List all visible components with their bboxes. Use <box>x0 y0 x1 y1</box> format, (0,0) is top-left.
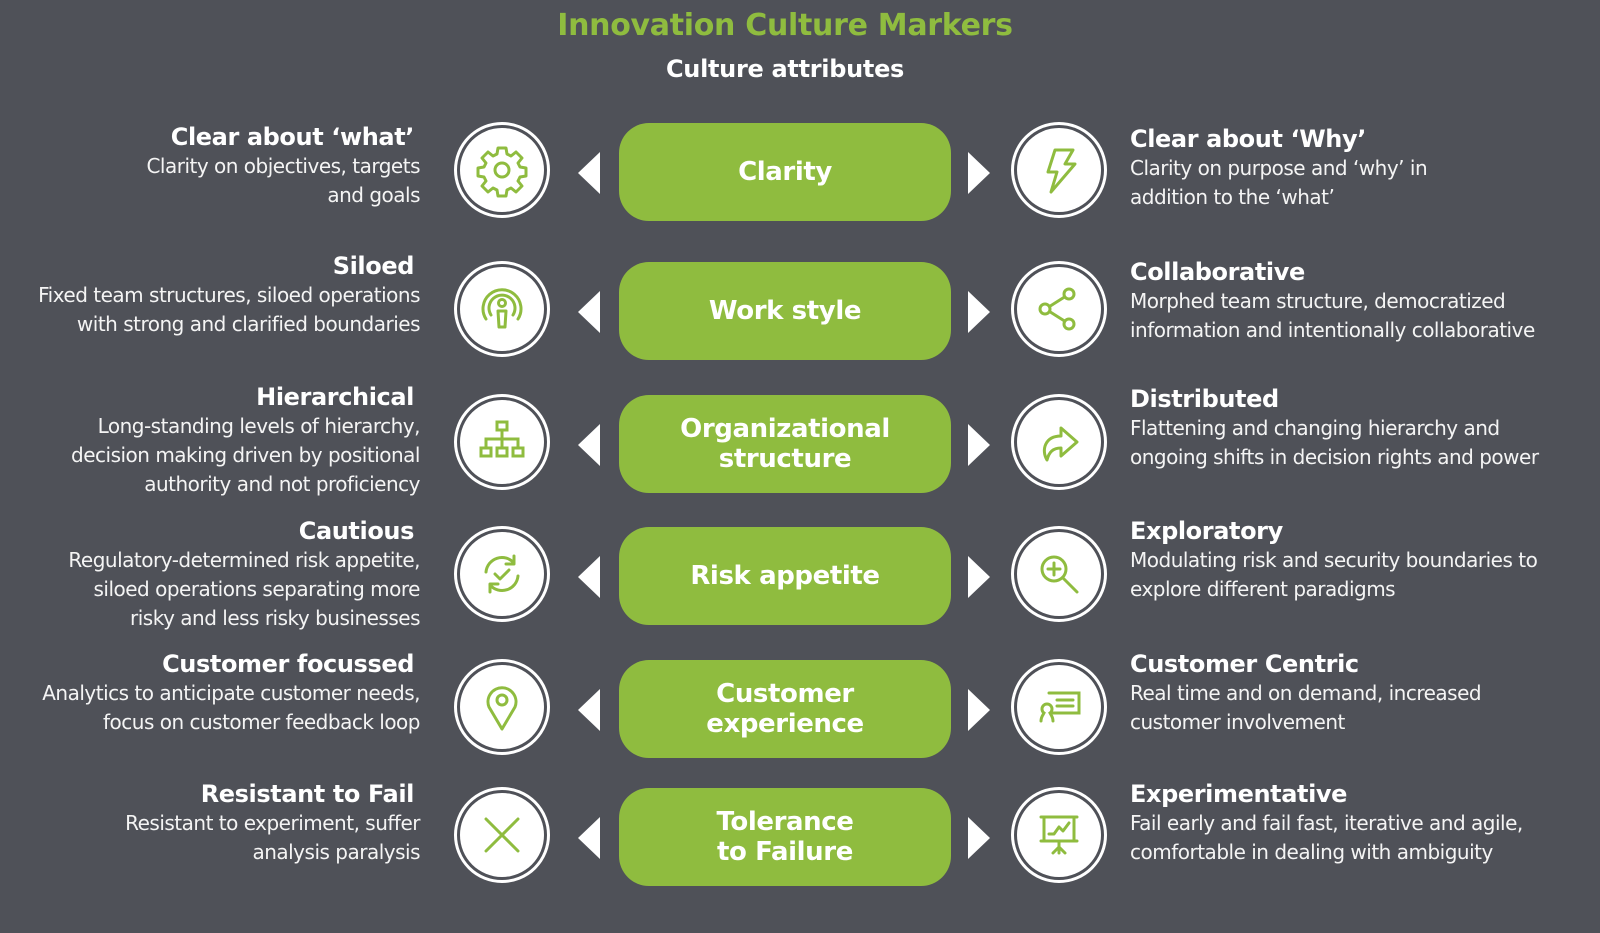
arrow-left-icon <box>578 817 600 859</box>
left-marker: Customer focussed Analytics to anticipat… <box>0 649 420 737</box>
presentation-chart-icon <box>1011 787 1107 883</box>
right-marker-description: Fail early and fail fast, iterative and … <box>1130 811 1523 864</box>
right-marker-description: Real time and on demand, increased custo… <box>1130 681 1482 734</box>
arrow-right-icon <box>968 689 990 731</box>
zoom-in-icon <box>1011 526 1107 622</box>
arrow-left-icon <box>578 152 600 194</box>
left-marker-description: Resistant to experiment, suffer analysis… <box>125 811 420 864</box>
right-marker-description: Flattening and changing hierarchy and on… <box>1130 416 1539 469</box>
attribute-pill: Clarity <box>619 123 951 221</box>
left-marker-title: Siloed <box>332 252 415 280</box>
left-marker-title: Customer focussed <box>162 650 414 678</box>
right-marker-title: Experimentative <box>1130 780 1348 808</box>
left-marker-title: Hierarchical <box>256 383 414 411</box>
arrow-left-icon <box>578 689 600 731</box>
right-marker: Exploratory Modulating risk and security… <box>1130 516 1600 604</box>
attribute-pill: Risk appetite <box>619 527 951 625</box>
page-subtitle: Culture attributes <box>665 55 905 83</box>
left-marker-description: Analytics to anticipate customer needs, … <box>42 681 420 734</box>
left-marker-title: Cautious <box>298 517 415 545</box>
row-tolerance-to-failure: Resistant to Fail Resistant to experimen… <box>0 780 1600 887</box>
lightning-icon <box>1011 122 1107 218</box>
page-title: Innovation Culture Markers <box>557 8 1013 43</box>
attribute-pill: Work style <box>619 262 951 360</box>
right-marker: Experimentative Fail early and fail fast… <box>1130 779 1600 867</box>
left-marker: Clear about ‘what’ Clarity on objectives… <box>0 122 420 210</box>
right-marker: Distributed Flattening and changing hier… <box>1130 384 1600 472</box>
row-customer-experience: Customer focussed Analytics to anticipat… <box>0 650 1600 759</box>
left-marker: Hierarchical Long-standing levels of hie… <box>0 382 420 499</box>
right-marker: Customer Centric Real time and on demand… <box>1130 649 1600 737</box>
right-marker-description: Clarity on purpose and ‘why’ in addition… <box>1130 156 1428 209</box>
right-marker-title: Customer Centric <box>1130 650 1359 678</box>
arrow-left-icon <box>578 424 600 466</box>
refresh-check-icon <box>454 526 550 622</box>
attribute-pill: Tolerance to Failure <box>619 788 951 886</box>
left-marker-description: Clarity on objectives, targets and goals <box>146 154 420 207</box>
row-risk-appetite: Cautious Regulatory-determined risk appe… <box>0 517 1600 630</box>
arrow-right-icon <box>968 817 990 859</box>
presenter-board-icon <box>1011 659 1107 755</box>
left-marker: Siloed Fixed team structures, siloed ope… <box>0 251 420 339</box>
right-marker-title: Collaborative <box>1130 258 1305 286</box>
right-marker-title: Exploratory <box>1130 517 1283 545</box>
attribute-pill: Customer experience <box>619 660 951 758</box>
attribute-pill: Organizational structure <box>619 395 951 493</box>
arrow-right-icon <box>968 152 990 194</box>
row-clarity: Clear about ‘what’ Clarity on objectives… <box>0 122 1600 222</box>
close-x-icon <box>454 787 550 883</box>
row-work-style: Siloed Fixed team structures, siloed ope… <box>0 252 1600 361</box>
right-marker-description: Morphed team structure, democratized inf… <box>1130 289 1535 342</box>
gear-icon <box>454 122 550 218</box>
right-marker-title: Clear about ‘Why’ <box>1130 125 1366 153</box>
left-marker-title: Resistant to Fail <box>200 780 415 808</box>
arrow-left-icon <box>578 291 600 333</box>
left-marker-title: Clear about ‘what’ <box>170 123 415 151</box>
right-marker: Collaborative Morphed team structure, de… <box>1130 257 1600 345</box>
row-organizational-structure: Hierarchical Long-standing levels of hie… <box>0 383 1600 496</box>
share-icon <box>1011 261 1107 357</box>
redirect-arrow-icon <box>1011 394 1107 490</box>
left-marker-description: Fixed team structures, siloed operations… <box>38 283 420 336</box>
location-pin-icon <box>454 659 550 755</box>
right-marker-title: Distributed <box>1130 385 1279 413</box>
left-marker-description: Regulatory-determined risk appetite, sil… <box>68 548 420 630</box>
arrow-right-icon <box>968 424 990 466</box>
arrow-right-icon <box>968 291 990 333</box>
broadcast-person-icon <box>454 261 550 357</box>
left-marker: Cautious Regulatory-determined risk appe… <box>0 516 420 633</box>
left-marker: Resistant to Fail Resistant to experimen… <box>0 779 420 867</box>
arrow-right-icon <box>968 556 990 598</box>
org-chart-icon <box>454 394 550 490</box>
right-marker: Clear about ‘Why’ Clarity on purpose and… <box>1130 124 1600 212</box>
right-marker-description: Modulating risk and security boundaries … <box>1130 548 1538 601</box>
left-marker-description: Long-standing levels of hierarchy, decis… <box>71 414 420 496</box>
arrow-left-icon <box>578 556 600 598</box>
